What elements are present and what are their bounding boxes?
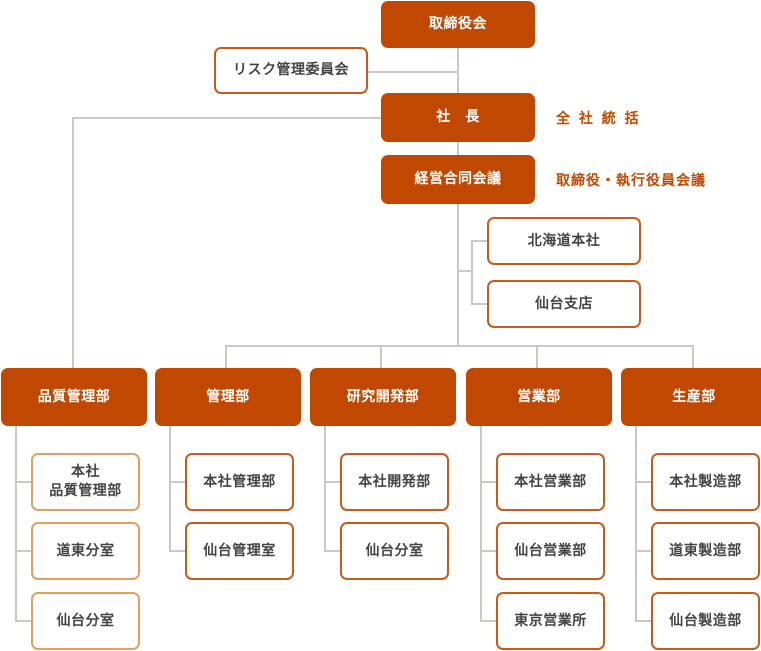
connector-line bbox=[480, 481, 497, 483]
connector-line bbox=[15, 426, 17, 622]
department-box: 生産部 bbox=[621, 368, 761, 426]
sub-unit-box: 本社製造部 bbox=[651, 453, 760, 511]
sub-unit-box: 道東分室 bbox=[31, 522, 140, 580]
connector-line bbox=[471, 303, 489, 305]
connector-line bbox=[169, 481, 186, 483]
connector-line bbox=[635, 481, 652, 483]
connector-line bbox=[458, 270, 472, 272]
president-note: 全 社 統 括 bbox=[556, 111, 641, 127]
connector-line bbox=[15, 481, 32, 483]
connector-line bbox=[324, 426, 326, 552]
office-box: 北海道本社 bbox=[487, 217, 641, 265]
sub-unit-box: 道東製造部 bbox=[651, 522, 760, 580]
connector-line bbox=[368, 71, 458, 73]
sub-unit-box: 本社開発部 bbox=[340, 453, 449, 511]
connector-line bbox=[324, 550, 341, 552]
board-box: 取締役会 bbox=[381, 1, 535, 48]
connector-line bbox=[480, 620, 497, 622]
connector-line bbox=[225, 345, 227, 368]
connector-line bbox=[480, 550, 497, 552]
connector-line bbox=[536, 345, 538, 368]
sub-unit-box: 仙台分室 bbox=[340, 522, 449, 580]
management-meeting-box: 経営合同会議 bbox=[381, 155, 535, 204]
connector-line bbox=[635, 426, 637, 622]
sub-unit-box: 仙台管理室 bbox=[185, 522, 294, 580]
connector-line bbox=[324, 481, 341, 483]
connector-line bbox=[380, 345, 382, 368]
office-box: 仙台支店 bbox=[487, 280, 641, 328]
connector-line bbox=[692, 345, 694, 368]
sub-unit-box: 本社管理部 bbox=[185, 453, 294, 511]
sub-unit-box: 本社営業部 bbox=[496, 453, 605, 511]
sub-unit-box: 仙台製造部 bbox=[651, 592, 760, 650]
connector-line bbox=[72, 117, 382, 119]
department-box: 管理部 bbox=[155, 368, 301, 426]
connector-line bbox=[169, 426, 171, 552]
connector-line bbox=[15, 550, 32, 552]
connector-line bbox=[471, 240, 473, 305]
risk-committee-box: リスク管理委員会 bbox=[214, 47, 368, 94]
sub-unit-box: 本社 品質管理部 bbox=[31, 453, 140, 511]
connector-line bbox=[72, 117, 74, 368]
connector-line bbox=[169, 550, 186, 552]
sub-unit-box: 東京営業所 bbox=[496, 592, 605, 650]
connector-line bbox=[635, 550, 652, 552]
sub-unit-box: 仙台分室 bbox=[31, 592, 140, 650]
connector-line bbox=[225, 345, 694, 347]
department-box: 研究開発部 bbox=[310, 368, 456, 426]
sub-unit-box: 仙台営業部 bbox=[496, 522, 605, 580]
management-meeting-note: 取締役・執行役員会議 bbox=[556, 173, 706, 189]
connector-line bbox=[471, 240, 489, 242]
connector-line bbox=[15, 620, 32, 622]
department-box: 営業部 bbox=[466, 368, 612, 426]
department-box: 品質管理部 bbox=[1, 368, 147, 426]
connector-line bbox=[635, 620, 652, 622]
president-box: 社 長 bbox=[381, 93, 535, 142]
connector-line bbox=[480, 426, 482, 622]
